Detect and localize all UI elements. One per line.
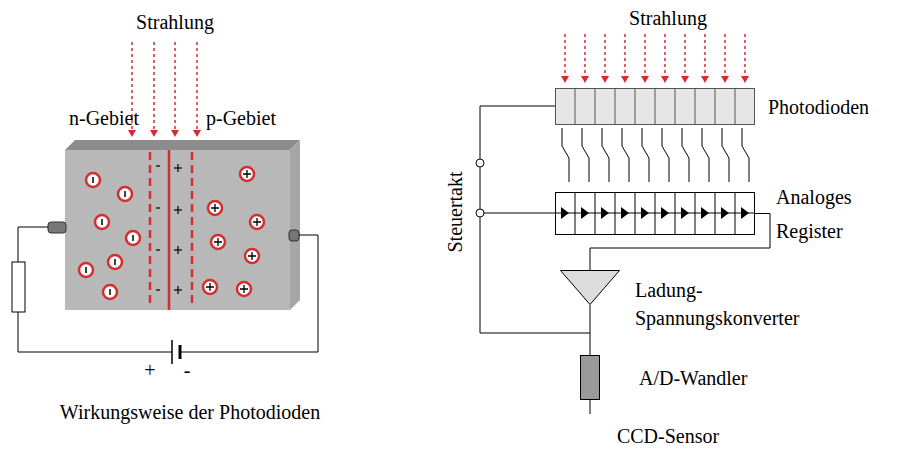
text-label: p-Gebiet <box>206 106 276 130</box>
text-label: n-Gebiet <box>69 106 139 130</box>
radiation-arrows <box>132 42 197 136</box>
circuit <box>12 222 318 364</box>
clock-wiring <box>476 106 590 414</box>
text-label: Wirkungsweise der Photodioden <box>60 400 320 424</box>
signal-line <box>590 305 591 355</box>
triangle-outline <box>560 270 620 305</box>
junction <box>150 150 192 310</box>
charge-voltage-converter: Ladung- Spannungskonverter <box>560 270 620 305</box>
node-label: Photodioden <box>768 93 869 121</box>
ad-converter: A/D-Wandler <box>580 355 600 400</box>
photodiode-cells <box>555 88 755 125</box>
text-label: Strahlung <box>136 10 214 34</box>
node-label: Ladung- Spannungskonverter <box>635 276 845 332</box>
radiation-arrows <box>565 34 745 82</box>
transfer-gates <box>562 128 749 182</box>
analog-register: Analoges Register <box>555 192 755 235</box>
text-label: + <box>144 358 155 382</box>
text-label: - <box>184 358 191 382</box>
node-label: Analoges Register <box>776 180 906 248</box>
register-cells <box>555 192 755 235</box>
electron-symbols <box>79 173 140 299</box>
node-label: A/D-Wandler <box>639 364 747 392</box>
semiconductor-slab <box>65 140 300 310</box>
hole-symbols <box>203 167 264 296</box>
vertical-label: Steuertakt <box>443 171 467 252</box>
photodiode-array: Photodioden <box>555 88 755 125</box>
text-label: Strahlung <box>629 6 707 30</box>
signal-line <box>590 214 770 271</box>
text-label: CCD-Sensor <box>617 424 719 448</box>
